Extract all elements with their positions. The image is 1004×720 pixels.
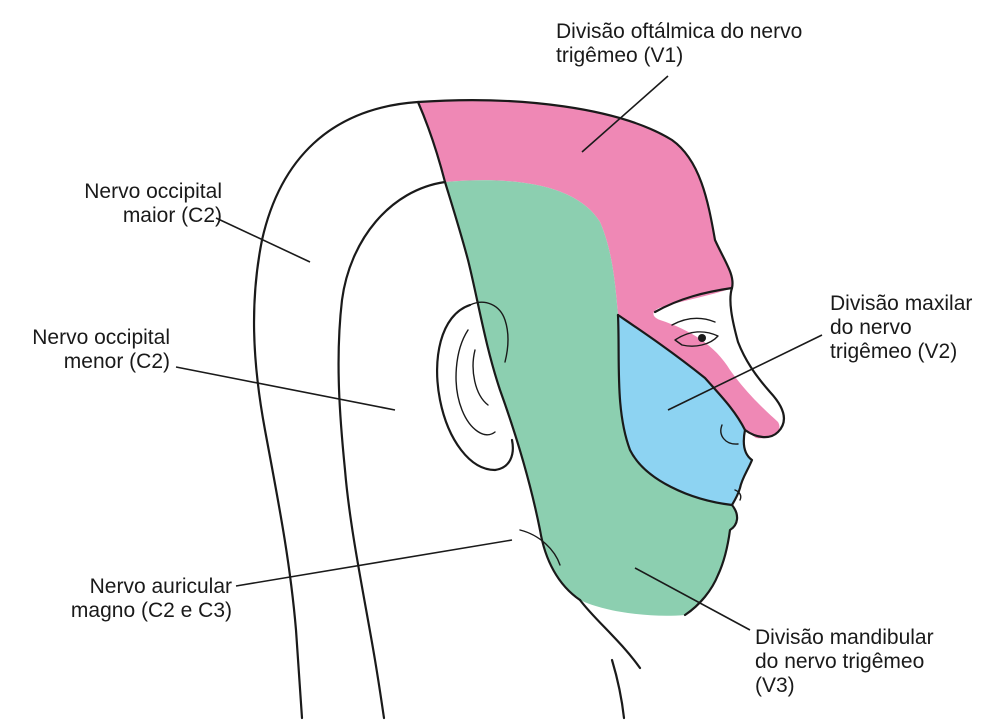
label-great-auricular: Nervo auricular magno (C2 e C3)	[71, 575, 232, 623]
head-outline	[252, 99, 786, 720]
leader-great-auricular	[235, 539, 513, 587]
v2-boundary	[616, 313, 734, 507]
pupil	[698, 334, 706, 342]
label-v3-line1: Divisão mandibular	[755, 626, 934, 649]
label-lesser-occipital-line1: Nervo occipital	[32, 326, 170, 349]
label-v2-maxillary: Divisão maxilar do nervo trigêmeo (V2)	[830, 292, 972, 364]
v1-ophthalmic-region	[418, 100, 780, 439]
neck-front	[610, 658, 626, 720]
occipital-contour	[337, 180, 447, 720]
label-lesser-occipital-line2: menor (C2)	[63, 350, 170, 373]
label-greater-occipital: Nervo occipital maior (C2)	[84, 180, 222, 228]
label-v2-line1: Divisão maxilar	[830, 292, 973, 315]
eye-lash	[671, 317, 716, 326]
label-greater-occipital-line1: Nervo occipital	[84, 180, 222, 203]
v3-mandibular-region	[445, 180, 738, 616]
leader-v3	[634, 567, 751, 631]
label-great-auricular-line2: magno (C2 e C3)	[70, 599, 232, 622]
ear	[436, 303, 514, 472]
mouth	[734, 489, 742, 501]
label-v3-line3: (V3)	[755, 674, 795, 697]
leader-lesser-occipital	[175, 366, 396, 411]
leader-v1	[581, 75, 669, 153]
v2-maxillary-region	[618, 315, 752, 505]
label-v1-line1: Divisão oftálmica do nervo	[556, 20, 803, 43]
eye	[674, 331, 719, 347]
label-v3-line2: do nervo trigêmeo	[755, 650, 925, 673]
label-v2-line3: trigêmeo (V2)	[830, 340, 958, 363]
ear-inner	[455, 329, 496, 436]
leader-v2	[667, 334, 823, 411]
label-v1-line2: trigêmeo (V1)	[556, 44, 684, 67]
jaw-line	[519, 529, 561, 566]
label-v1-ophthalmic: Divisão oftálmica do nervo trigêmeo (V1)	[556, 20, 802, 68]
ear-top	[469, 301, 509, 363]
label-v2-line2: do nervo	[830, 316, 912, 339]
leader-greater-occipital	[215, 217, 311, 263]
v1-v2-boundary	[616, 313, 747, 432]
label-v3-mandibular: Divisão mandibular do nervo trigêmeo (V3…	[755, 626, 934, 698]
v1-boundary	[416, 100, 447, 184]
nostril	[720, 424, 739, 445]
label-lesser-occipital: Nervo occipital menor (C2)	[32, 326, 170, 374]
eyebrow	[653, 286, 734, 314]
label-greater-occipital-line2: maior (C2)	[122, 204, 222, 227]
v3-boundary	[443, 180, 582, 602]
label-great-auricular-line1: Nervo auricular	[89, 575, 232, 598]
